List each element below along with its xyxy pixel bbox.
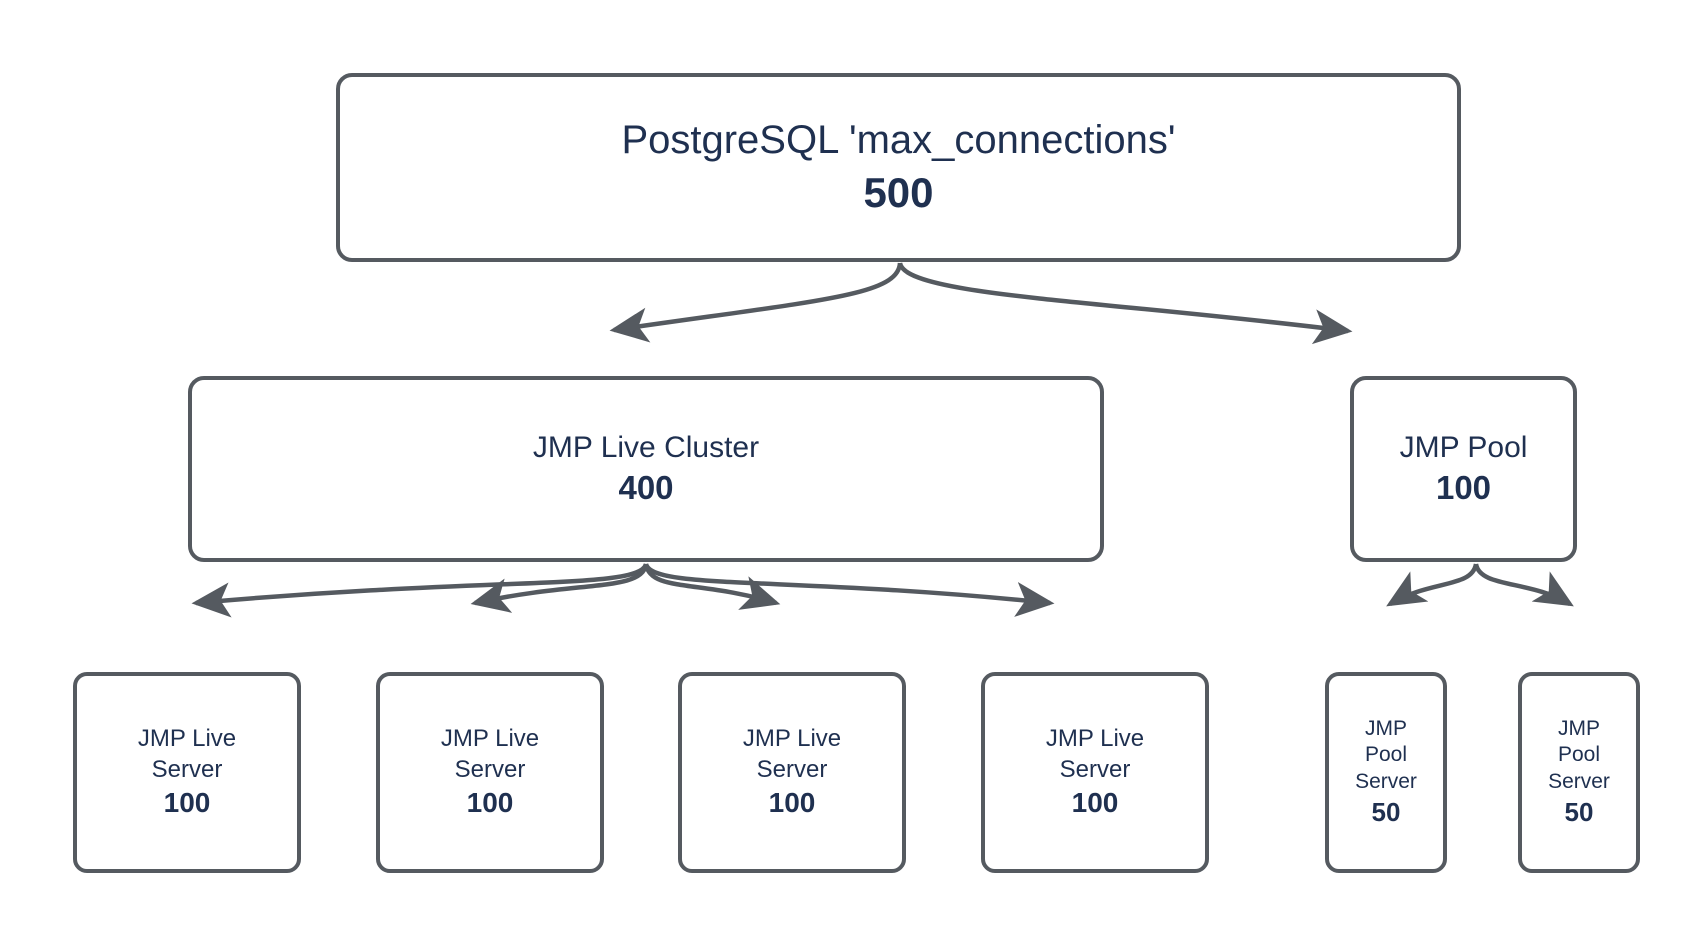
node-jmp-live-server-2[interactable]: JMP Live Server 100 [376,672,604,873]
node-label: JMP Pool [1399,430,1528,464]
node-value: 500 [863,169,934,217]
edge-pool-to-pool-server-2 [1473,563,1574,607]
node-jmp-live-server-3[interactable]: JMP Live Server 100 [678,672,906,873]
node-label: PostgreSQL 'max_connections' [621,118,1176,163]
node-jmp-live-server-4[interactable]: JMP Live Server 100 [981,672,1209,873]
node-value: 100 [466,787,514,819]
node-label: JMP Live Server [440,724,540,783]
node-value: 50 [1371,797,1401,828]
node-jmp-pool-server-2[interactable]: JMP Pool Server 50 [1518,672,1640,873]
edge-root-to-live-cluster [609,262,903,343]
node-jmp-pool[interactable]: JMP Pool 100 [1350,376,1577,562]
node-value: 50 [1564,797,1594,828]
node-jmp-live-server-1[interactable]: JMP Live Server 100 [73,672,301,873]
node-value: 100 [1071,787,1119,819]
node-jmp-live-cluster[interactable]: JMP Live Cluster 400 [188,376,1104,562]
edge-live-cluster-to-live-server-1 [191,563,649,618]
node-value: 100 [768,787,816,819]
node-label: JMP Pool Server [1355,716,1417,794]
node-value: 400 [618,469,674,507]
edge-pool-to-pool-server-1 [1386,563,1479,607]
edge-root-to-pool [897,262,1353,345]
node-postgresql-max-connections[interactable]: PostgreSQL 'max_connections' 500 [336,73,1461,262]
edge-live-cluster-to-live-server-4 [643,563,1055,617]
edge-live-cluster-to-live-server-3 [643,563,781,610]
node-jmp-pool-server-1[interactable]: JMP Pool Server 50 [1325,672,1447,873]
node-value: 100 [163,787,211,819]
node-label: JMP Live Server [137,724,237,783]
node-label: JMP Live Cluster [532,430,760,464]
node-label: JMP Live Server [742,724,842,783]
node-label: JMP Live Server [1045,724,1145,783]
node-label: JMP Pool Server [1548,716,1610,794]
node-value: 100 [1435,469,1492,507]
edge-live-cluster-to-live-server-2 [470,563,649,613]
